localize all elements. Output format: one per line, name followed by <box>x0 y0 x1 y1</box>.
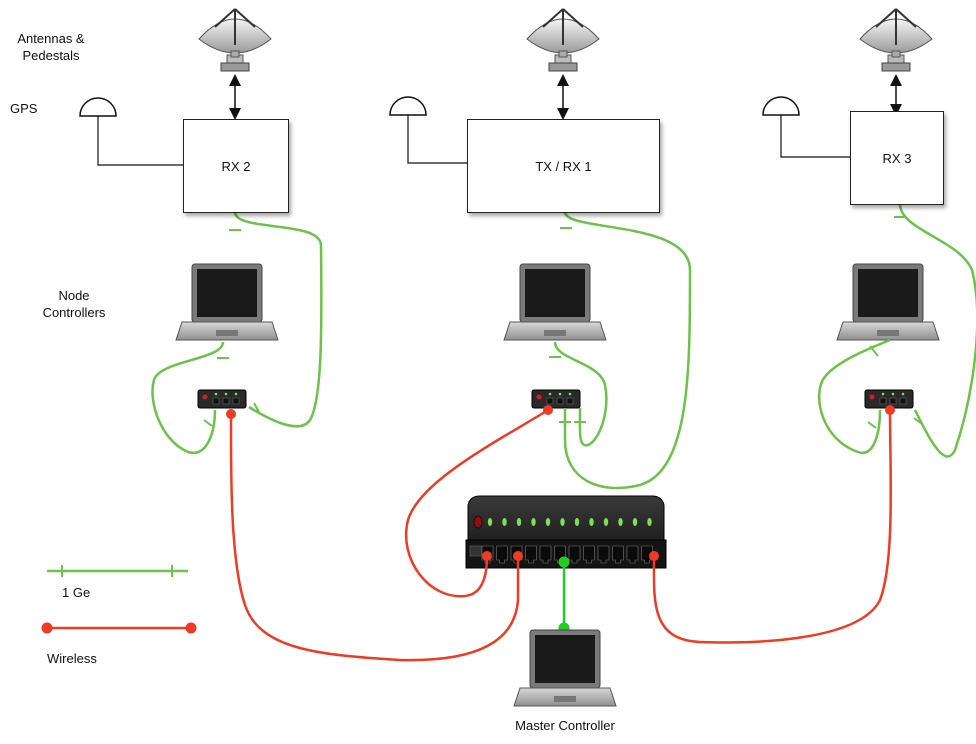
ge-ticks-rx2 <box>203 229 261 427</box>
legend-wireless-line <box>41 622 197 634</box>
switch-led <box>618 518 623 526</box>
switch-led <box>545 518 551 526</box>
switch-port <box>612 545 624 564</box>
ethernet-txrx1-switch <box>563 211 692 490</box>
node-label-rx3: RX 3 <box>882 150 912 166</box>
laptop-rx2 <box>175 263 279 341</box>
ethernet-laptop-txrx1 <box>553 341 608 447</box>
node-controllers-line1: Node <box>58 288 90 303</box>
node-controllers-label: Node Controllers <box>24 287 124 321</box>
switch-port <box>626 545 639 564</box>
ge-ticks-rx3 <box>867 216 923 429</box>
laptop-txrx1 <box>503 263 607 341</box>
wireless-rx2-switch <box>229 413 520 662</box>
gps-rx2 <box>79 97 117 117</box>
node-box-rx2: RX 2 <box>183 119 289 213</box>
switch-led <box>632 518 638 526</box>
switch-port <box>568 545 581 564</box>
wireless-rx3-switch <box>652 409 893 644</box>
switch-port <box>641 545 653 564</box>
mini-switch-txrx1 <box>531 389 581 409</box>
switch-led <box>487 518 493 526</box>
wireless-txrx1-switch <box>405 408 549 598</box>
switch-port <box>583 545 595 564</box>
laptop-rx3 <box>836 263 940 341</box>
switch-led <box>516 518 522 526</box>
switch-port <box>496 545 508 564</box>
ethernet-rx2-switch <box>233 211 323 428</box>
switch-led <box>502 518 507 526</box>
ethernet-laptop-rx2 <box>151 341 225 455</box>
ethernet-rx3-switch <box>898 203 976 458</box>
gps-rx3 <box>762 96 800 116</box>
switch-led <box>531 518 536 526</box>
antennas-label: Antennas & Pedestals <box>6 30 96 64</box>
switch-led <box>560 518 565 526</box>
switch-led <box>589 518 594 526</box>
switch-led <box>574 518 580 526</box>
switch-port <box>525 545 537 564</box>
legend-ge-label: 1 Ge <box>62 585 91 600</box>
ethernet-laptop-rx3 <box>817 338 891 455</box>
master-controller-label: Master Controller <box>515 718 615 733</box>
legend-ge-line <box>47 565 188 577</box>
gps-cable-rx3 <box>780 115 850 158</box>
switch-port <box>597 545 610 564</box>
gps-cable-txrx1 <box>407 115 468 164</box>
legend-wireless-label: Wireless <box>47 651 97 666</box>
master-link-top-dot <box>558 556 570 568</box>
node-box-rx3: RX 3 <box>850 111 944 205</box>
antenna-txrx1 <box>526 8 600 72</box>
antenna-rx3 <box>859 8 933 72</box>
antennas-label-line1: Antennas & <box>17 31 85 46</box>
gps-cable-rx2 <box>97 116 184 166</box>
node-box-txrx1: TX / RX 1 <box>467 119 660 213</box>
antennas-label-line2: Pedestals <box>22 48 80 63</box>
antenna-rx2 <box>198 8 272 72</box>
node-label-txrx1: TX / RX 1 <box>535 158 592 174</box>
wireless-endpoints <box>226 405 895 561</box>
switch-led <box>647 518 652 526</box>
node-controllers-line2: Controllers <box>42 305 106 320</box>
gps-txrx1 <box>389 96 427 116</box>
laptop-master <box>513 629 617 707</box>
mini-switch-rx2 <box>197 389 247 409</box>
switch-port <box>539 545 552 564</box>
gps-label: GPS <box>10 101 38 116</box>
ge-ticks-txrx1 <box>549 227 586 423</box>
node-label-rx2: RX 2 <box>221 158 251 174</box>
switch-led <box>603 518 609 526</box>
